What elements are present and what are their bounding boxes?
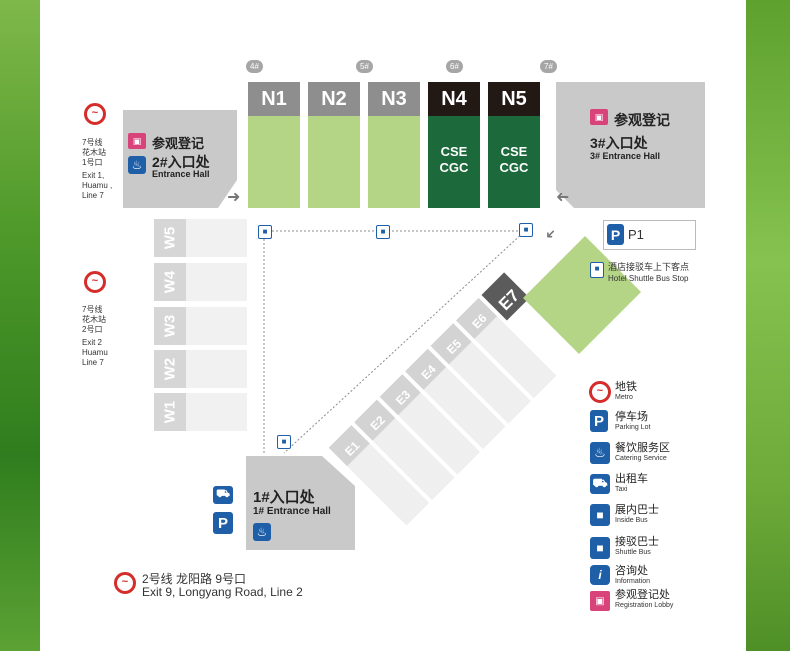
- entrance-3-name: 3#入口处: [590, 135, 648, 151]
- hotel-bus-cn: 酒店接驳车上下客点: [608, 262, 690, 272]
- legend-metro-en: Metro: [615, 394, 633, 401]
- metro-icon: ~: [84, 271, 106, 293]
- shuttle-bus-icon: ■: [590, 537, 610, 559]
- parking-p1-label: P1: [628, 227, 644, 242]
- right-foliage-border: [746, 0, 790, 651]
- hall-w4-label: W4: [154, 263, 186, 301]
- entrance-1-hall-shape: [246, 456, 355, 550]
- metro-icon: ~: [114, 572, 136, 594]
- parking-icon: P: [607, 224, 624, 245]
- registration-icon: ▣: [128, 133, 146, 149]
- legend-parking-en: Parking Lot: [615, 424, 651, 431]
- legend-registration-en: Registration Lobby: [615, 602, 674, 609]
- legend-catering-cn: 餐饮服务区: [615, 442, 670, 454]
- metro-icon: ~: [84, 103, 106, 125]
- inside-bus-icon: ■: [590, 504, 610, 526]
- legend-metro-cn: 地铁: [615, 381, 637, 393]
- legend-shuttle-en: Shuttle Bus: [615, 549, 651, 556]
- entrance-2-hall-shape: [123, 110, 237, 208]
- inside-bus-stop-icon[interactable]: ■: [376, 225, 390, 239]
- entrance-3-registration: 参观登记: [614, 112, 670, 128]
- hall-n5-sub2: CGC: [499, 160, 529, 175]
- hall-e1-header: [328, 425, 370, 467]
- hall-e5-header: [430, 323, 472, 365]
- legend-info-cn: 咨询处: [615, 565, 648, 577]
- entry-arrow-icon: ➜: [556, 189, 570, 206]
- hall-e4-header: [405, 348, 447, 390]
- registration-icon: ▣: [590, 591, 610, 611]
- hall-n3[interactable]: [368, 116, 420, 208]
- metro-icon: ~: [589, 381, 611, 403]
- shuttle-bus-icon: ■: [590, 262, 604, 278]
- hall-n4-sub1: CSE: [440, 144, 468, 159]
- gate-tag-4: 4#: [246, 60, 263, 73]
- catering-icon: ♨: [253, 523, 271, 541]
- hall-w3-label: W3: [154, 307, 186, 345]
- legend-parking-cn: 停车场: [615, 411, 648, 423]
- entrance-1-en: 1# Entrance Hall: [253, 506, 331, 517]
- gate-tag-5: 5#: [356, 60, 373, 73]
- hall-e6-header: [456, 297, 498, 339]
- hall-w1-label: W1: [154, 393, 186, 431]
- hotel-bus-en: Hotel Shuttle Bus Stop: [608, 274, 689, 283]
- gate-tag-6: 6#: [446, 60, 463, 73]
- parking-p1-box[interactable]: [603, 220, 696, 250]
- entry-arrow-icon: ➜: [227, 189, 241, 206]
- parking-icon: P: [213, 512, 233, 534]
- hall-n2[interactable]: [308, 116, 360, 208]
- left-foliage-border: [0, 0, 40, 651]
- entrance-1-name: 1#入口处: [253, 489, 315, 506]
- catering-icon: ♨: [590, 442, 610, 464]
- legend-info-en: Information: [615, 578, 651, 585]
- hall-n4-sub2: CGC: [439, 160, 469, 175]
- entrance-3-en: 3# Entrance Hall: [590, 151, 661, 161]
- legend-catering-en: Catering Service: [615, 455, 667, 462]
- parking-icon: P: [590, 410, 608, 432]
- hall-n4-header[interactable]: N4: [428, 82, 480, 116]
- legend-taxi-cn: 出租车: [615, 473, 648, 485]
- entrance-2-name: 2#入口处: [152, 154, 210, 170]
- catering-icon: ♨: [128, 156, 146, 174]
- taxi-icon: ⛟: [590, 474, 610, 494]
- hall-n5-header[interactable]: N5: [488, 82, 540, 116]
- inside-bus-stop-icon[interactable]: ■: [277, 435, 291, 449]
- hall-w2-label: W2: [154, 350, 186, 388]
- hall-n3-header[interactable]: N3: [368, 82, 420, 116]
- hall-e2-header: [354, 399, 396, 441]
- hall-e7-header: [481, 272, 530, 321]
- legend-shuttle-cn: 接驳巴士: [615, 536, 659, 548]
- legend-taxi-en: Taxi: [615, 486, 628, 493]
- legend-inside-bus-cn: 展内巴士: [615, 504, 659, 516]
- information-icon: i: [590, 565, 610, 585]
- hall-w5-label: W5: [154, 219, 186, 257]
- hall-n5-sub1: CSE: [500, 144, 528, 159]
- legend-registration-cn: 参观登记处: [615, 589, 670, 601]
- metro-exit-9-cn: 2号线 龙阳路 9号口: [142, 572, 247, 586]
- legend-inside-bus-en: Inside Bus: [615, 517, 648, 524]
- hall-n2-header[interactable]: N2: [308, 82, 360, 116]
- entrance-2-registration: 参观登记: [152, 136, 205, 151]
- metro-exit-9-en: Exit 9, Longyang Road, Line 2: [142, 585, 303, 599]
- hall-e3-header: [379, 374, 421, 416]
- registration-icon: ▣: [590, 109, 608, 125]
- taxi-icon: ⛟: [213, 486, 233, 504]
- inside-bus-stop-icon[interactable]: ■: [519, 223, 533, 237]
- hall-n1[interactable]: [248, 116, 300, 208]
- entrance-2-en: Entrance Hall: [152, 169, 210, 179]
- gate-tag-7: 7#: [540, 60, 557, 73]
- hall-n1-header[interactable]: N1: [248, 82, 300, 116]
- inside-bus-stop-icon[interactable]: ■: [258, 225, 272, 239]
- e7-hall-green: [523, 236, 641, 354]
